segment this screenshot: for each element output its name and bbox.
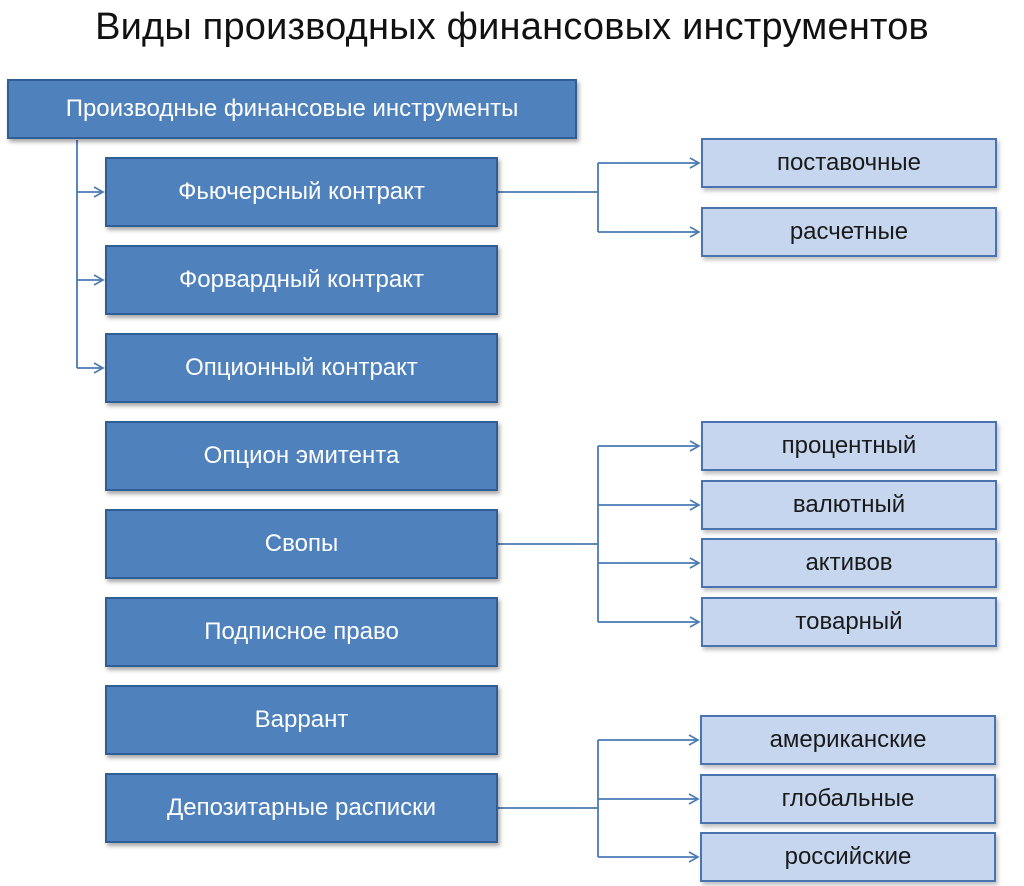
- interest-swap-box: процентный: [701, 421, 997, 471]
- root-box: Производные финансовые инструменты: [7, 79, 577, 139]
- currency-swap-box: валютный: [701, 480, 997, 530]
- subscription-right-box: Подписное право: [105, 597, 498, 667]
- swaps-box: Свопы: [105, 509, 498, 579]
- option-contract-box: Опционный контракт: [105, 333, 498, 403]
- forward-contract-box: Форвардный контракт: [105, 245, 498, 315]
- asset-swap-box: активов: [701, 538, 997, 588]
- global-receipts-box: глобальные: [700, 774, 996, 824]
- russian-receipts-box: российские: [700, 832, 996, 882]
- issuer-option-box: Опцион эмитента: [105, 421, 498, 491]
- futures-contract-box: Фьючерсный контракт: [105, 157, 498, 227]
- depositary-receipts-box: Депозитарные расписки: [105, 773, 498, 843]
- settlement-futures-box: расчетные: [701, 207, 997, 257]
- futures-branch-line: [498, 163, 599, 232]
- warrant-box: Варрант: [105, 685, 498, 755]
- swaps-branch-line: [498, 446, 599, 622]
- commodity-swap-box: товарный: [701, 597, 997, 647]
- page-title: Виды производных финансовых инструментов: [95, 6, 929, 48]
- receipts-branch-line: [498, 740, 599, 857]
- american-receipts-box: американские: [700, 715, 996, 765]
- delivery-futures-box: поставочные: [701, 138, 997, 188]
